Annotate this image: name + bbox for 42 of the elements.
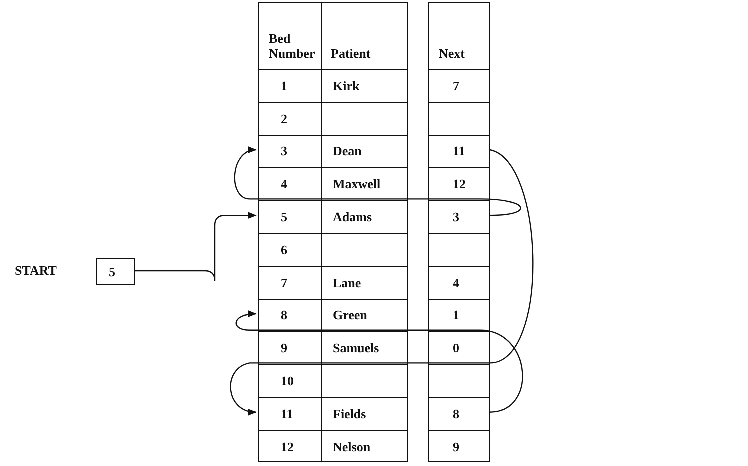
cell-text: Lane (333, 275, 362, 290)
cell-text: 11 (281, 406, 294, 422)
cell-text: 10 (281, 374, 294, 389)
arrow (236, 311, 524, 413)
cell-text: Fields (333, 406, 366, 422)
cell-text: 4 (453, 275, 460, 290)
cell-text: Kirk (333, 78, 360, 94)
arrow (234, 148, 521, 216)
cell-text: 7 (453, 78, 460, 94)
arrow (135, 212, 257, 282)
cell-text: 5 (281, 210, 288, 225)
cell-text: Adams (333, 210, 372, 225)
cell-text: 9 (453, 439, 460, 454)
start-label: START (15, 263, 57, 279)
cell-text: 6 (281, 242, 288, 258)
table (428, 2, 490, 462)
cell-text: 1 (453, 308, 460, 323)
table (258, 2, 408, 462)
cell-text: 4 (281, 176, 288, 192)
cell-text: 9 (281, 340, 288, 356)
cell-text: 8 (453, 406, 460, 422)
cell-text: 12 (453, 176, 466, 192)
cell-text: 3 (281, 144, 288, 159)
cell-text: 1 (281, 78, 288, 94)
cell-text: 3 (453, 210, 460, 225)
column-header: Bed Number (269, 31, 316, 61)
arrow (230, 149, 534, 415)
cell-text: 7 (281, 275, 288, 290)
column-header: Next (439, 46, 466, 61)
cell-text: Dean (333, 144, 362, 159)
cell-text: 8 (281, 308, 288, 323)
value-box (96, 258, 135, 285)
cell-text: Samuels (333, 340, 380, 356)
column-header: Patient (331, 46, 372, 61)
value-text: 5 (109, 264, 116, 279)
cell-text: 11 (453, 144, 466, 159)
cell-text: Nelson (333, 439, 371, 454)
cell-text: Maxwell (333, 176, 381, 192)
cell-text: Green (333, 308, 368, 323)
cell-text: 12 (281, 439, 294, 454)
cell-text: 2 (281, 111, 288, 126)
cell-text: 0 (453, 340, 460, 356)
